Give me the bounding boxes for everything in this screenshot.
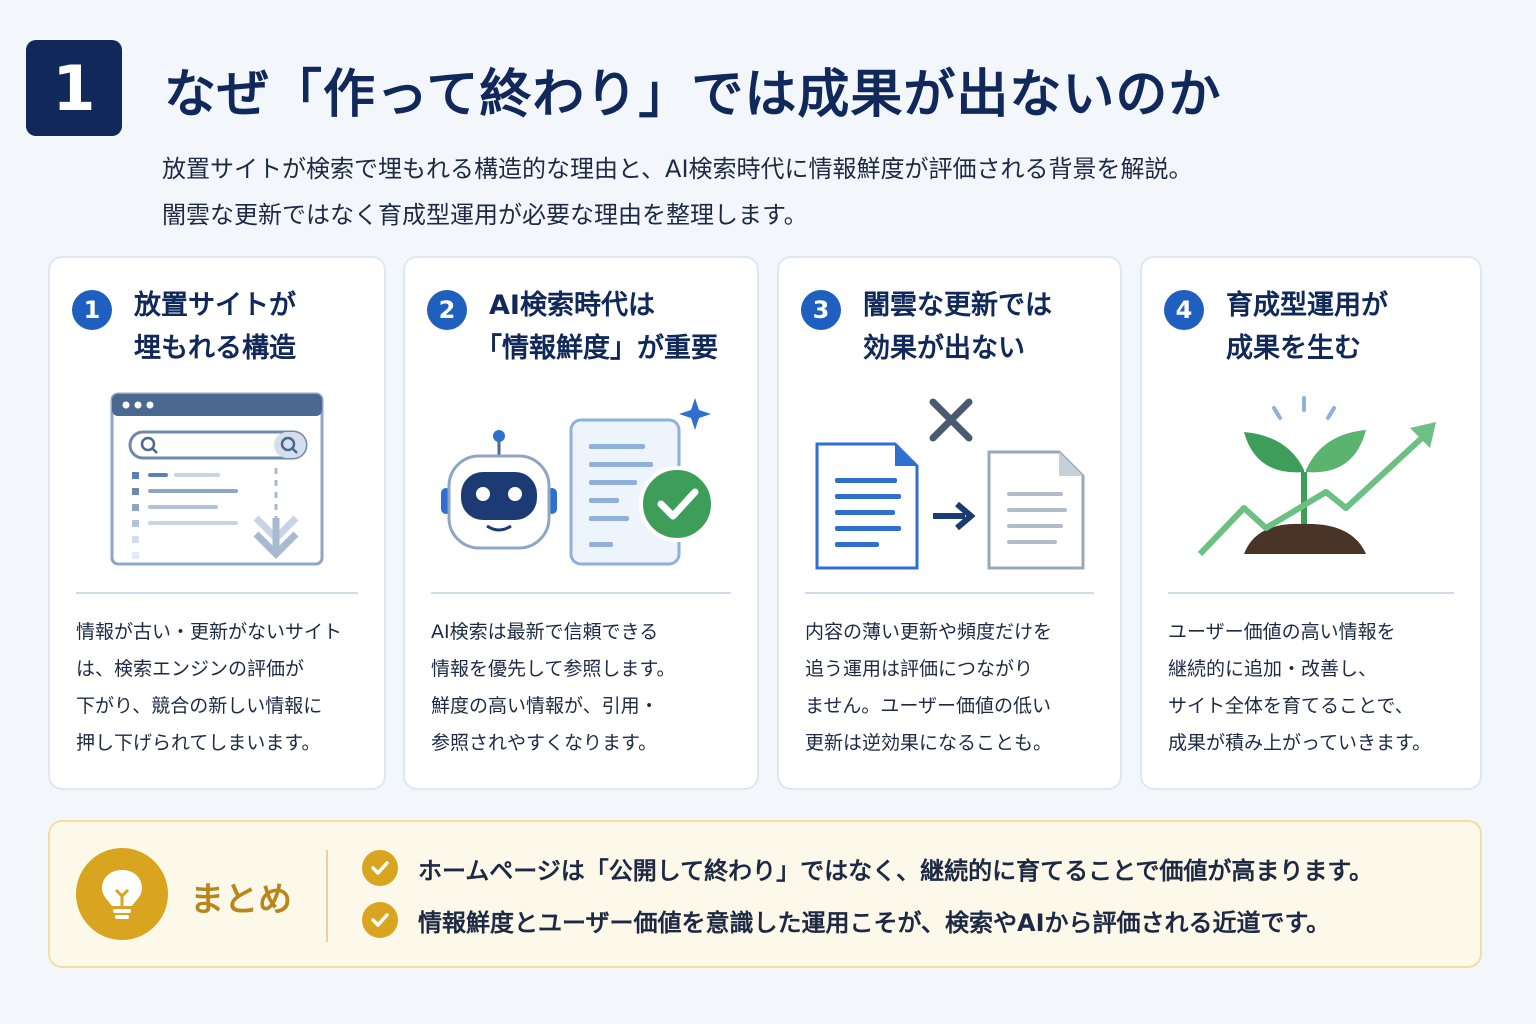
subtitle-line: 闇雲な更新ではなく育成型運用が必要な理由を整理します。 [162,201,808,229]
card-description: AI検索は最新で信頼できる 情報を優先して参照します。 鮮度の高い情報が、引用・… [431,614,676,762]
card-title: 育成型運用が 成果を生む [1226,284,1388,370]
summary-point: ホームページは「公開して終わり」ではなく、継続的に育てることで価値が高まります。 [362,850,1373,886]
card-description: ユーザー価値の高い情報を 継続的に追加・改善し、 サイト全体を育てることで、 成… [1168,614,1431,762]
summary-point-text: ホームページは「公開して終わり」ではなく、継続的に育てることで価値が高まります。 [418,856,1373,885]
card-body-line: AI検索は最新で信頼できる [431,621,659,643]
card-divider [431,592,731,594]
card-description: 情報が古い・更新がないサイト は、検索エンジンの評価が 下がり、競合の新しい情報… [76,614,342,762]
card-body-line: 内容の薄い更新や頻度だけを [805,621,1053,643]
card-title-line: 放置サイトが [134,290,296,321]
card-body-line: 追う運用は評価につながり [805,658,1034,680]
page-subtitle: 放置サイトが検索で埋もれる構造的な理由と、AI検索時代に情報鮮度が評価される背景… [162,146,1193,238]
card-number: 2 [427,290,467,330]
subtitle-line: 放置サイトが検索で埋もれる構造的な理由と、AI検索時代に情報鮮度が評価される背景… [162,155,1193,183]
sprout-icon [1244,396,1366,554]
card-title: 闇雲な更新では 効果が出ない [863,284,1052,370]
card-ai-search: 2 AI検索時代は 「情報鮮度」が重要 [403,256,759,790]
card-divider [1168,592,1454,594]
check-circle-icon [639,466,715,542]
card-divider [76,592,358,594]
card-growth-operation: 4 育成型運用が 成果を生む ユーザー価値の高い情報を 継続的に追加・改善し、 … [1140,256,1482,790]
card-abandoned-site: 1 放置サイトが 埋もれる構造 [48,256,386,790]
robot-icon [441,430,557,550]
card-title-line: 成果を生む [1226,333,1361,364]
card-number: 3 [801,290,841,330]
summary-box: まとめ ホームページは「公開して終わり」ではなく、継続的に育てることで価値が高ま… [48,820,1482,968]
card-title-line: 効果が出ない [863,333,1025,364]
section-number-badge: 1 [26,40,122,136]
card-body-line: 鮮度の高い情報が、引用・ [431,695,659,717]
ineffective-update-illustration [815,398,1085,570]
cross-icon [929,398,973,442]
card-body-line: 情報を優先して参照します。 [431,658,676,680]
search-icon [128,430,308,460]
card-body-line: 参照されやすくなります。 [431,732,658,754]
check-icon [362,850,398,886]
card-number: 4 [1164,290,1204,330]
card-body-line: ユーザー価値の高い情報を [1168,621,1396,643]
summary-point: 情報鮮度とユーザー価値を意識した運用こそが、検索やAIから評価される近道です。 [362,902,1330,938]
card-title-line: 「情報鮮度」が重要 [475,333,718,364]
card-title-line: 育成型運用が [1226,290,1388,321]
lightbulb-icon [76,848,168,940]
card-body-line: 下がり、競合の新しい情報に [76,695,323,717]
card-divider [805,592,1094,594]
ai-search-illustration [441,398,715,566]
card-body-line: 情報が古い・更新がないサイト [76,621,343,643]
card-body-line: ません。ユーザー価値の低い [805,695,1052,717]
card-random-updates: 3 闇雲な更新では 効果が出ない [777,256,1122,790]
growth-illustration [1197,396,1436,557]
summary-label: まとめ [190,880,292,920]
card-title: AI検索時代は 「情報鮮度」が重要 [475,284,718,370]
growth-arrow-icon [1197,422,1436,557]
card-body-line: 更新は逆効果になることも。 [805,732,1053,754]
card-number: 1 [72,290,112,330]
document-icon [815,442,919,570]
card-body-line: 継続的に追加・改善し、 [1168,658,1378,680]
page-title: なぜ「作って終わり」では成果が出ないのか [164,65,1222,125]
check-icon [362,902,398,938]
sparkle-icon [679,398,711,430]
card-title-line: AI検索時代は [489,290,655,321]
card-title-line: 闇雲な更新では [863,290,1052,321]
thin-document-icon [987,450,1085,570]
card-title: 放置サイトが 埋もれる構造 [134,284,296,370]
buried-site-illustration [110,392,324,566]
card-body-line: 押し下げられてしまいます。 [76,732,321,754]
card-body-line: は、検索エンジンの評価が [76,658,305,680]
card-body-line: 成果が積み上がっていきます。 [1168,732,1432,754]
card-body-line: サイト全体を育てることで、 [1168,695,1414,717]
card-description: 内容の薄い更新や頻度だけを 追う運用は評価につながり ません。ユーザー価値の低い… [805,614,1052,762]
card-title-line: 埋もれる構造 [134,333,296,364]
summary-divider [326,850,328,942]
arrow-down-icon [253,468,299,559]
result-list [132,472,238,559]
arrow-right-icon [933,501,976,531]
summary-point-text: 情報鮮度とユーザー価値を意識した運用こそが、検索やAIから評価される近道です。 [418,908,1331,937]
